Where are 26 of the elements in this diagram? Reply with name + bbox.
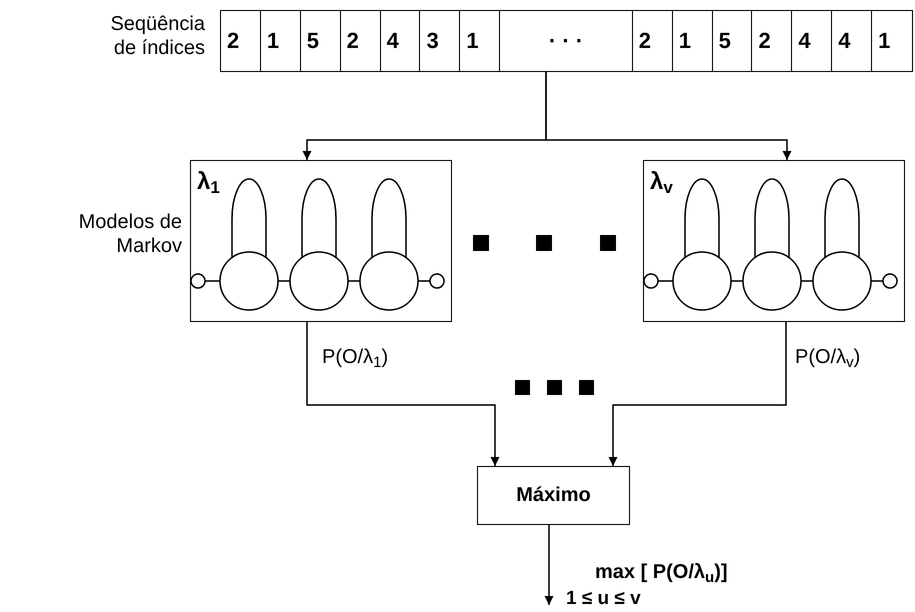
sequence-cell: 4 — [792, 11, 832, 71]
sequence-cell: 1 — [672, 11, 713, 71]
sequence-cell: 1 — [260, 11, 301, 71]
row-caption: Modelos de Markov — [78, 210, 182, 258]
arrow — [545, 72, 792, 160]
sequence-cell: 5 — [300, 11, 341, 71]
sequence-caption: Seqüência de índices — [109, 12, 205, 60]
arrow — [544, 525, 554, 605]
sequence-cell: · · · — [500, 11, 633, 71]
index-sequence-strip — [220, 10, 913, 72]
sequence-cell: 2 — [632, 11, 673, 71]
sequence-cell: 2 — [752, 11, 792, 71]
sequence-cell: 1 — [460, 11, 500, 71]
sequence-cell: 3 — [420, 11, 460, 71]
model-label: λ$_{v}$ — [650, 169, 673, 199]
arrow — [608, 322, 787, 466]
sequence-cell: 2 — [340, 11, 381, 71]
sequence-cell: 4 — [832, 11, 872, 71]
sequence-cell-text: 1 — [877, 27, 892, 55]
process-box: Máximo — [477, 466, 630, 525]
sequence-cell: 4 — [380, 11, 420, 71]
sequence-cell: 2 — [221, 11, 261, 71]
range-label: 1 ≤ u ≤ v — [566, 588, 641, 610]
sequence-cell: 5 — [712, 11, 752, 71]
model-label: λ$_{1}$ — [197, 169, 220, 199]
arrow — [306, 322, 500, 466]
